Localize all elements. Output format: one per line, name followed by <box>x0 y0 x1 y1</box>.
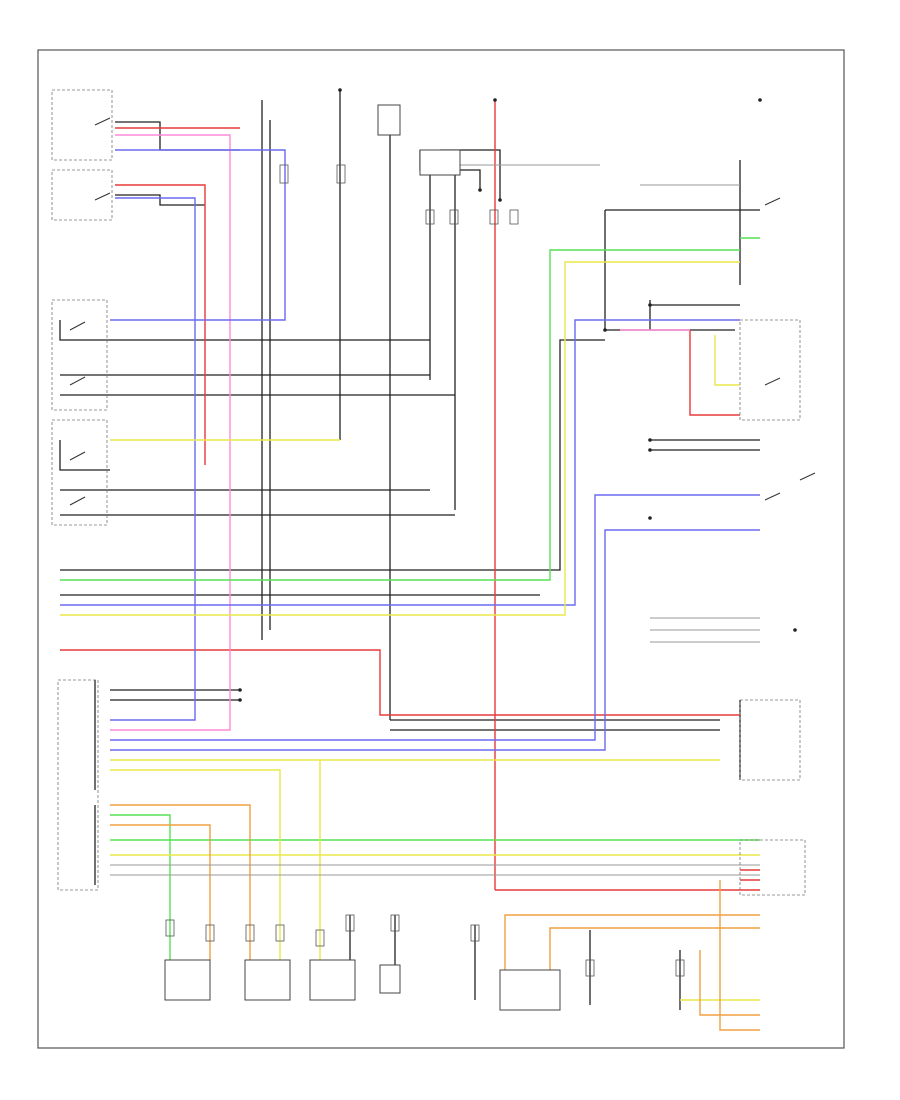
bottom-module <box>499 969 561 1011</box>
relay <box>739 319 801 421</box>
wires-orange <box>110 804 760 1031</box>
wires-pink <box>110 134 690 731</box>
top-fuse <box>377 104 401 136</box>
component-outlines <box>51 89 806 896</box>
wires-red <box>60 100 760 891</box>
headlight-switch <box>51 299 108 411</box>
wires-grey <box>110 164 760 876</box>
sensor-3 <box>309 959 356 1001</box>
right-front-seat-heater <box>51 169 113 221</box>
control-module <box>57 679 99 891</box>
fuse-block <box>419 149 461 176</box>
left-front-seat-heater <box>51 89 113 161</box>
component-boxes <box>164 104 561 1011</box>
wires-blue <box>60 149 760 751</box>
ground-point <box>379 964 401 994</box>
diagram-frame <box>37 49 845 1049</box>
switch-contacts <box>69 117 816 506</box>
wires-black <box>59 90 760 1010</box>
sensor-2 <box>244 959 291 1001</box>
connector-right <box>739 839 806 896</box>
wires-yellow <box>60 261 760 1001</box>
ignition-switch <box>51 419 108 526</box>
sensor-1 <box>164 959 211 1001</box>
junction-dots <box>238 88 797 702</box>
wires-green <box>60 237 760 960</box>
junction-block <box>739 699 801 781</box>
inline-connectors <box>165 164 685 977</box>
